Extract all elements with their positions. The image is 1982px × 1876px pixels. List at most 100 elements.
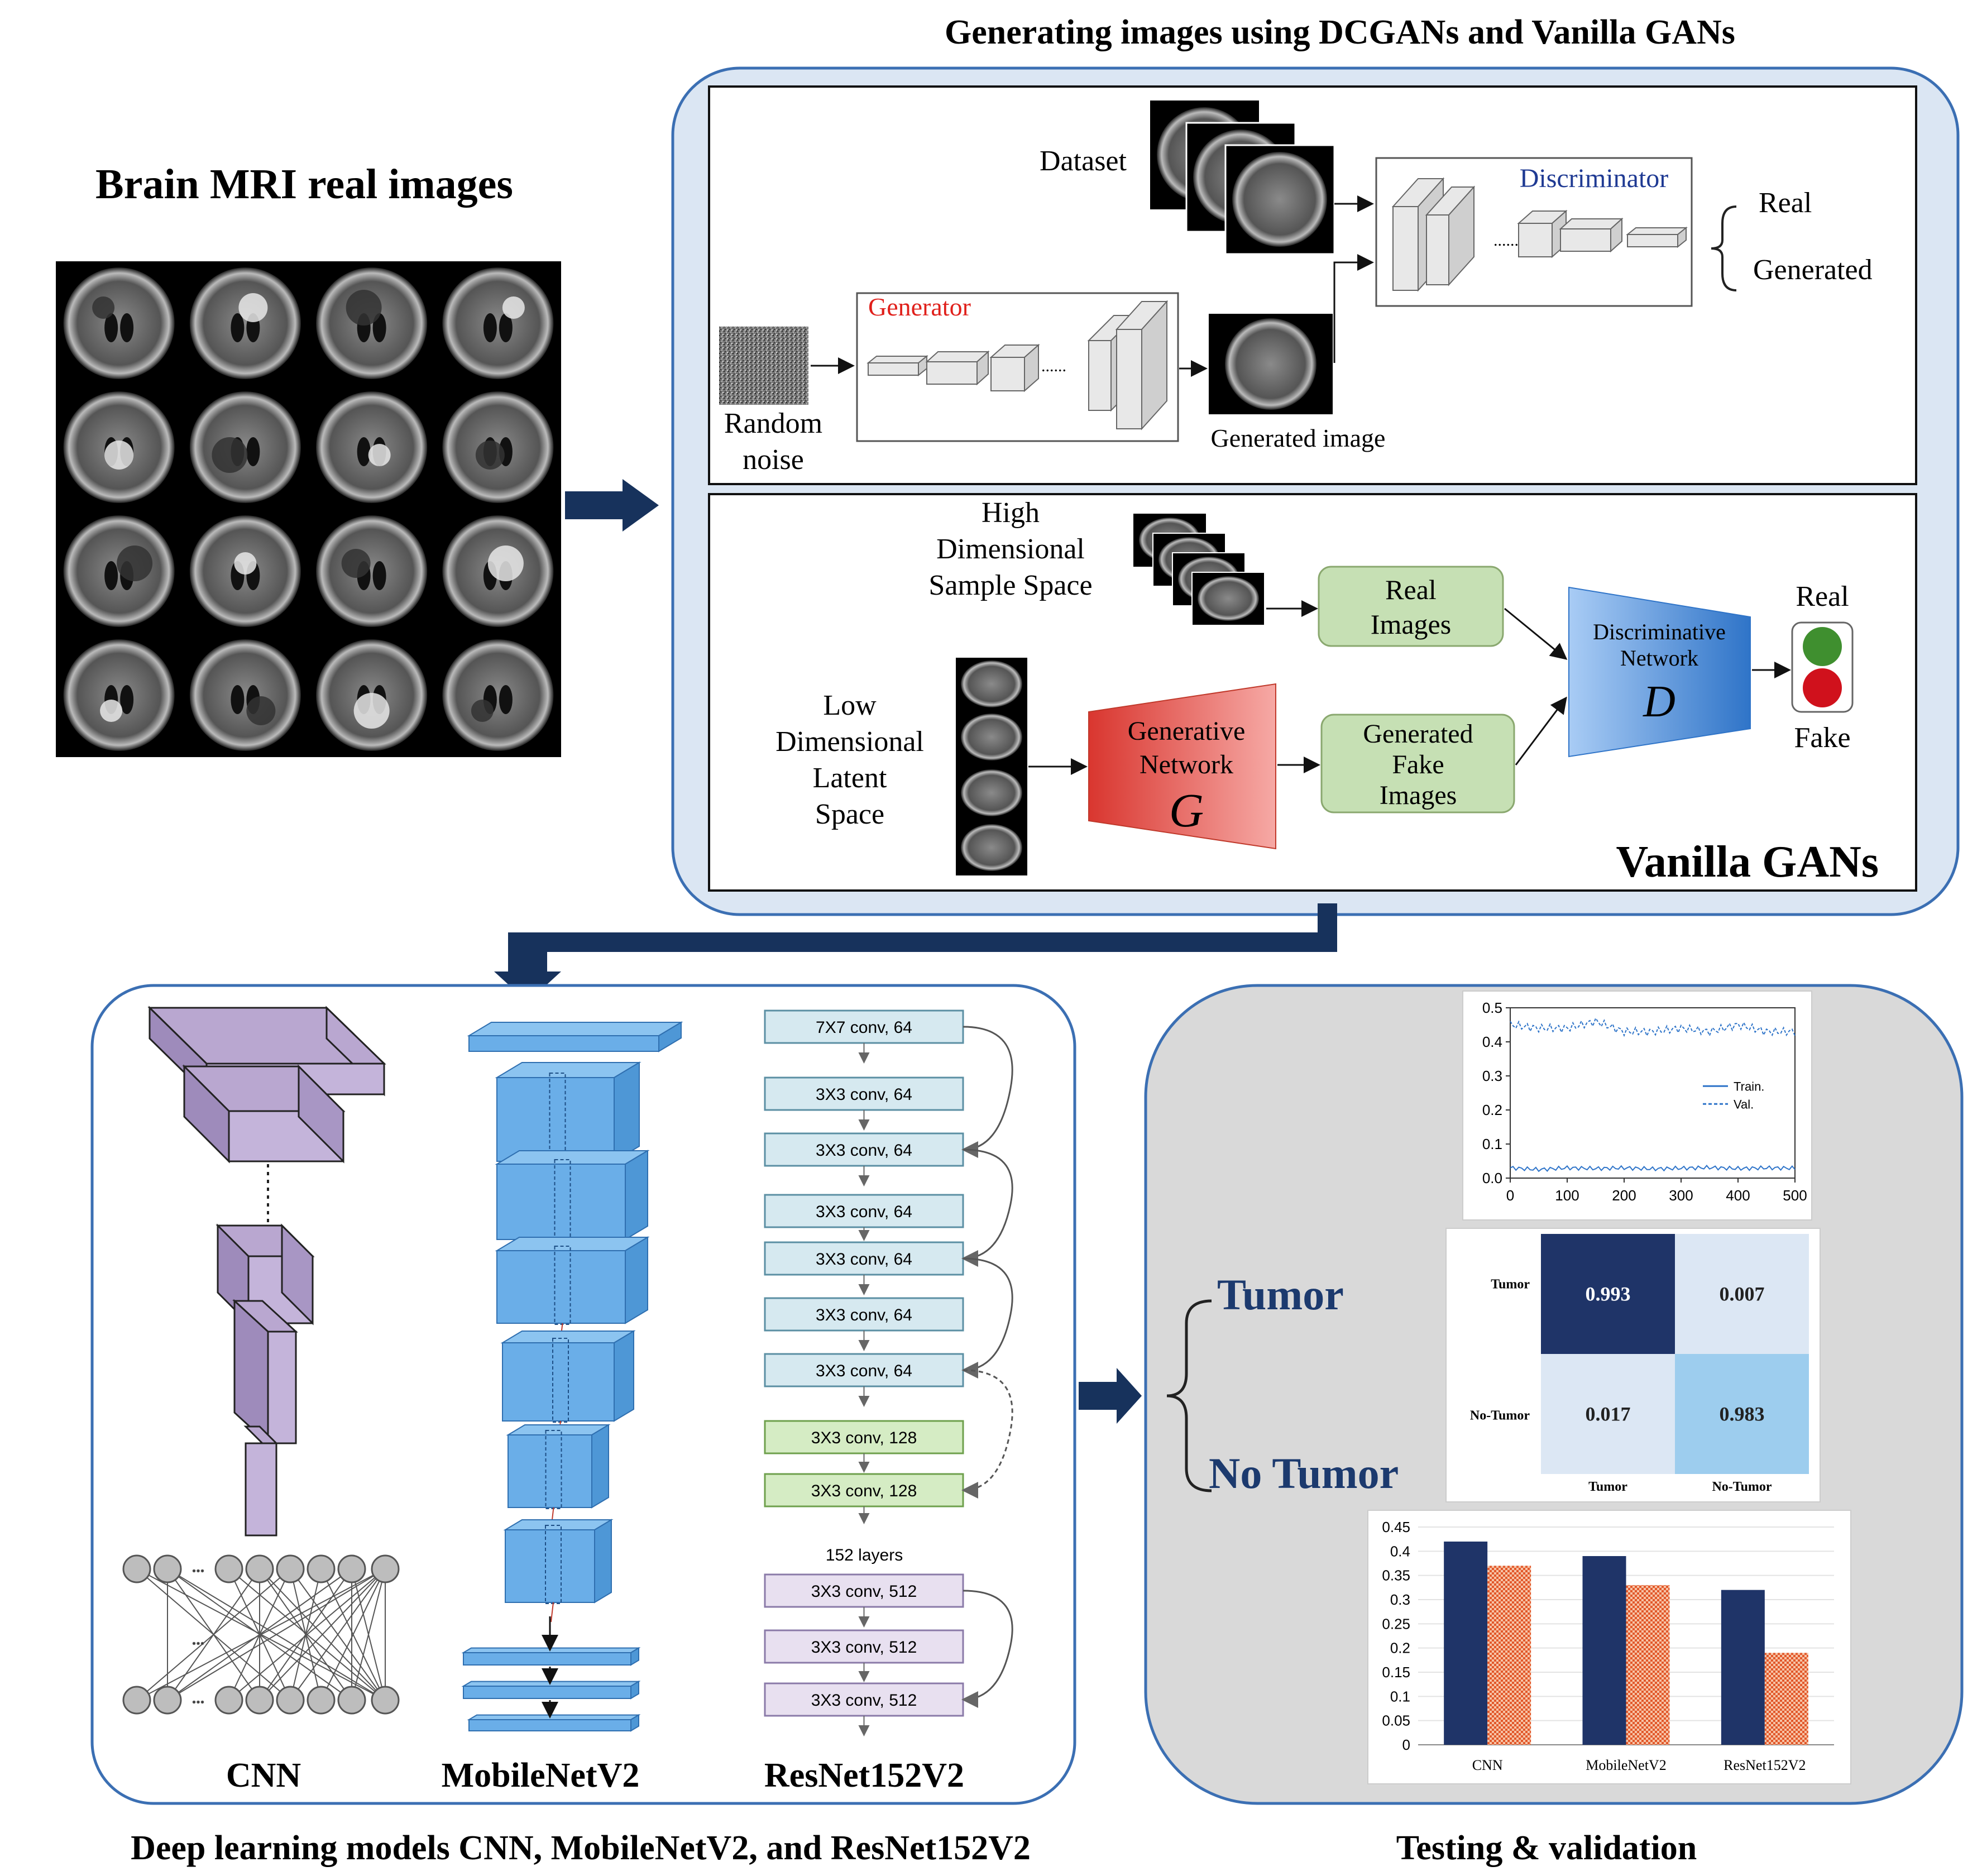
resnet-layer: [764, 1241, 964, 1276]
svg-text:...: ...: [192, 1557, 205, 1576]
y-tick-label: 0.25: [1382, 1615, 1410, 1632]
low-dim-2: Dimensional: [775, 726, 924, 758]
title-generating: Generating images using DCGANs and Vanil…: [945, 13, 1735, 51]
x-tick-label: 0: [1506, 1187, 1514, 1204]
cnn-label: CNN: [226, 1757, 301, 1794]
neuron: [307, 1686, 336, 1715]
x-tick-label: 400: [1726, 1187, 1750, 1204]
mri-slice: [442, 267, 554, 379]
mobilenet-block: [461, 1647, 641, 1653]
real-images-box: [1318, 566, 1504, 647]
series-line-Train.: [1510, 1165, 1796, 1172]
gen-net-1: Generative: [1128, 716, 1246, 746]
neuron: [214, 1554, 243, 1583]
gen-net-letter: G: [1169, 783, 1204, 837]
category-label: ResNet152V2: [1724, 1757, 1806, 1773]
svg-text:...: ...: [192, 1630, 205, 1648]
discriminative-network: [1568, 586, 1751, 758]
y-tick-label: 0.4: [1390, 1543, 1410, 1559]
y-tick-label: 0.3: [1390, 1591, 1410, 1608]
discriminator-label: Discriminator: [1520, 164, 1669, 193]
bar: [1721, 1590, 1765, 1745]
mobilenet-block: [495, 1237, 650, 1251]
category-label: MobileNetV2: [1586, 1757, 1666, 1773]
resnet-layer: [764, 1076, 964, 1111]
resnet-layer: [764, 1629, 964, 1664]
resnet-layer-label: 3X3 conv, 64: [816, 1362, 912, 1380]
y-tick-label: 0.2: [1482, 1102, 1502, 1118]
resnet-layer: [764, 1420, 964, 1454]
y-tick-label: 0.15: [1382, 1664, 1410, 1681]
resnet-layer-label: 3X3 conv, 64: [816, 1306, 912, 1324]
legend-entry: Val.: [1734, 1097, 1754, 1111]
y-tick-label: 0.35: [1382, 1567, 1410, 1584]
resnet-layer: [764, 1297, 964, 1332]
real-images-1: Real: [1385, 574, 1437, 605]
neuron: [153, 1554, 182, 1583]
mobilenet-block: [495, 1150, 650, 1165]
neuron: [276, 1686, 305, 1715]
mri-slice: [316, 515, 428, 627]
neuron: [371, 1554, 400, 1583]
gen-fake-2: Fake: [1392, 750, 1444, 779]
latent-space-images: [956, 658, 1027, 875]
bar: [1582, 1556, 1626, 1745]
resnet-layer-label: 3X3 conv, 64: [816, 1085, 912, 1104]
bar: [1626, 1585, 1670, 1745]
disc-net-letter: D: [1643, 677, 1675, 726]
resnet-layer: [764, 1353, 964, 1387]
series-line-Val.: [1510, 1017, 1796, 1037]
real-images-2: Images: [1371, 609, 1451, 640]
resnet-label: ResNet152V2: [764, 1757, 964, 1794]
mri-image-grid: [56, 261, 561, 757]
generated-image-label: Generated image: [1211, 424, 1386, 452]
resnet-layer-label: 3X3 conv, 128: [811, 1429, 917, 1447]
y-tick-label: 0.5: [1482, 999, 1502, 1016]
matrix-cell: [1541, 1234, 1675, 1354]
resnet-layer: [764, 1009, 964, 1044]
neuron: [122, 1686, 151, 1715]
neuron: [245, 1686, 274, 1715]
title-brain-mri: Brain MRI real images: [95, 161, 513, 208]
generator-layers: [866, 300, 1169, 430]
svg-text:......: ......: [1493, 231, 1519, 250]
matrix-row-label: No-Tumor: [1470, 1409, 1530, 1423]
y-tick-label: 0.0: [1482, 1170, 1502, 1186]
high-dim-3: Sample Space: [928, 570, 1092, 601]
x-tick-label: 100: [1555, 1187, 1579, 1204]
real-generated-brace: [1711, 205, 1737, 291]
dcgan-generated-label: Generated: [1753, 254, 1873, 286]
real-green-light: [1803, 627, 1842, 666]
neuron: [276, 1554, 305, 1583]
no-tumor-label: No Tumor: [1209, 1449, 1399, 1497]
gen-fake-3: Images: [1380, 781, 1457, 810]
neuron: [307, 1554, 336, 1583]
neuron: [337, 1686, 366, 1715]
mobilenet-label: MobileNetV2: [442, 1757, 640, 1794]
fake-red-light: [1803, 668, 1842, 707]
low-dim-1: Low: [823, 690, 877, 721]
bar: [1764, 1653, 1808, 1745]
x-tick-label: 300: [1669, 1187, 1693, 1204]
y-tick-label: 0.1: [1482, 1136, 1502, 1152]
resnet-layer-label: 3X3 conv, 512: [811, 1582, 917, 1601]
resnet-layer-label: 3X3 conv, 64: [816, 1203, 912, 1221]
resnet-layer: [764, 1573, 964, 1608]
cnn-architecture: [147, 1006, 386, 1537]
tumor-brace: [1166, 1299, 1212, 1492]
vanilla-real-label: Real: [1796, 581, 1849, 612]
y-tick-label: 0.45: [1382, 1519, 1410, 1535]
bar: [1444, 1542, 1488, 1745]
generator-label: Generator: [868, 293, 971, 321]
matrix-value: 0.007: [1720, 1283, 1765, 1305]
neuron: [371, 1686, 400, 1715]
y-tick-label: 0.3: [1482, 1068, 1502, 1084]
mobilenet-architecture: [461, 1021, 683, 1732]
disc-net-1: Discriminative: [1593, 619, 1726, 644]
neuron: [214, 1686, 243, 1715]
low-dim-4: Space: [815, 798, 884, 830]
mobilenet-block: [461, 1681, 641, 1687]
